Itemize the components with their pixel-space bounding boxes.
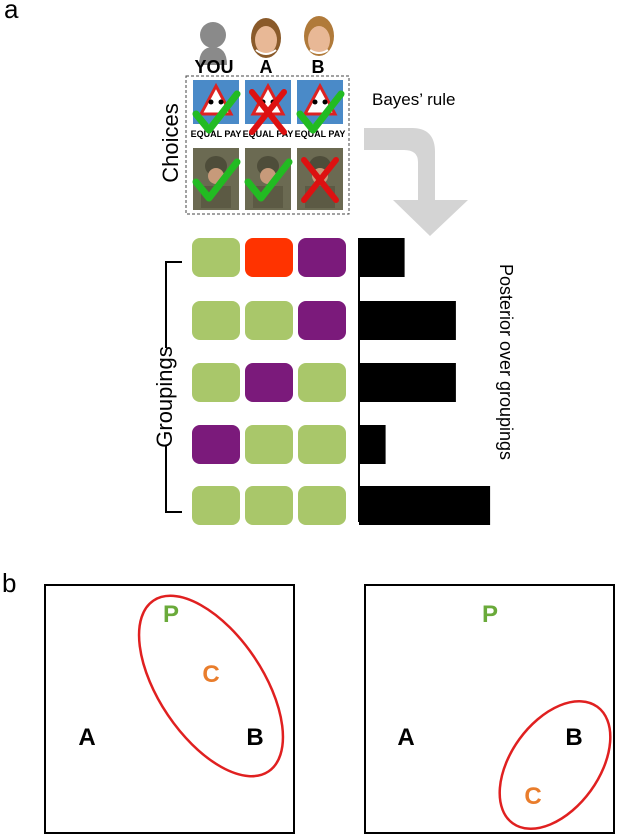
grouping-tile: [298, 486, 346, 525]
grouping-tile: [245, 238, 293, 277]
right-point-c: C: [524, 783, 541, 810]
left-point-p: P: [163, 601, 179, 628]
space-box-left: [44, 584, 295, 834]
grouping-tile: [245, 425, 293, 464]
right-point-p: P: [482, 601, 498, 628]
check-icon: [296, 90, 345, 134]
posterior-bar: [359, 363, 456, 402]
grouping-tile: [245, 486, 293, 525]
choices-box: [185, 75, 350, 215]
space-box-right: [364, 584, 615, 834]
equal-pay-text: EQUAL PAY: [243, 129, 294, 139]
grouping-tile: [298, 363, 346, 402]
equal-pay-card-icon: EQUAL PAY: [295, 80, 346, 142]
groupings-bracket: [165, 261, 182, 513]
left-point-b: B: [246, 724, 263, 751]
grouping-tile: [192, 301, 240, 340]
bayes-rule-label: Bayes’ rule: [372, 90, 455, 109]
avatar-a-icon: [251, 18, 281, 58]
choices-label: Choices: [158, 103, 183, 182]
groupings-label: Groupings: [152, 346, 177, 448]
grouping-ellipse-left: [137, 594, 285, 778]
groupings-grid: [192, 238, 346, 525]
posterior-bar: [359, 425, 386, 464]
grouping-ellipse-right: [498, 700, 612, 830]
military-card-icon: [245, 148, 291, 210]
posterior-bar: [359, 486, 491, 525]
cross-icon: [249, 89, 287, 135]
right-point-b: B: [565, 724, 582, 751]
grouping-tile: [298, 425, 346, 464]
grouping-tile: [192, 486, 240, 525]
posterior-bar: [359, 238, 405, 277]
grouping-tile: [245, 301, 293, 340]
check-icon: [192, 158, 241, 202]
posterior-label: Posterior over groupings: [496, 264, 516, 460]
grouping-tile: [298, 238, 346, 277]
grouping-tile: [245, 363, 293, 402]
bayes-arrow-icon: [364, 128, 468, 236]
grouping-tile: [192, 238, 240, 277]
grouping-tile: [192, 425, 240, 464]
equal-pay-text: EQUAL PAY: [191, 129, 242, 139]
avatar-b-icon: [304, 16, 334, 56]
check-icon: [192, 90, 241, 134]
cross-icon: [301, 157, 339, 203]
column-header-you: YOU: [194, 57, 233, 77]
check-icon: [244, 158, 293, 202]
equal-pay-card-icon: EQUAL PAY: [191, 80, 242, 142]
panel-a-label: a: [4, 0, 19, 24]
column-header-b: B: [312, 57, 325, 77]
right-point-a: A: [397, 724, 414, 751]
equal-pay-text: EQUAL PAY: [295, 129, 346, 139]
grouping-tile: [298, 301, 346, 340]
left-point-a: A: [78, 724, 95, 751]
panel-b-label: b: [2, 568, 16, 598]
posterior-bar: [359, 301, 456, 340]
column-header-a: A: [260, 57, 273, 77]
military-card-icon: [193, 148, 239, 210]
posterior-bars: [359, 238, 491, 525]
grouping-tile: [192, 363, 240, 402]
avatar-you-icon: [199, 22, 227, 65]
left-point-c: C: [202, 661, 219, 688]
